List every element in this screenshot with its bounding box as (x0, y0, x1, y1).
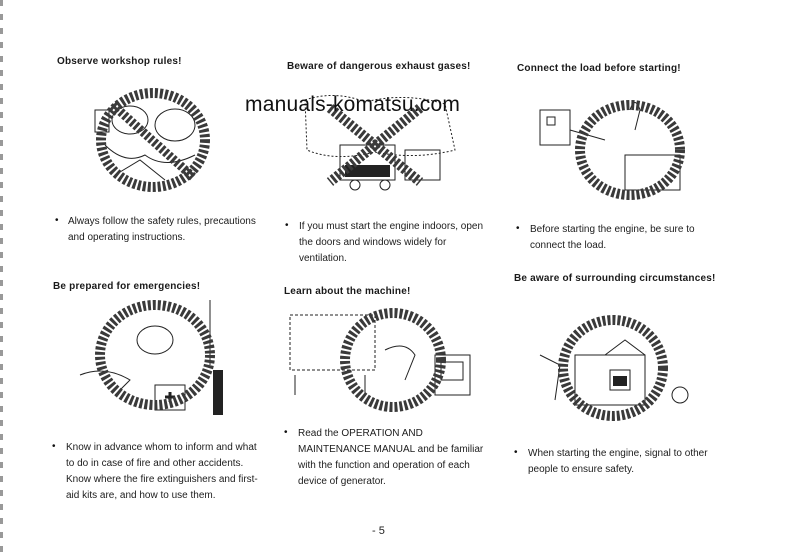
bullet-icon: • (284, 427, 288, 438)
heading-workshop-rules: Observe workshop rules! (57, 56, 182, 67)
surroundings-illustration (539, 315, 689, 421)
heading-connect-load: Connect the load before starting! (517, 63, 681, 74)
heading-learn-machine: Learn about the machine! (284, 286, 411, 297)
connect-load-illustration (539, 100, 685, 200)
text-learn-machine: Read the OPERATION AND MAINTENANCE MANUA… (298, 428, 484, 487)
scan-edge (0, 0, 3, 560)
bullet-icon: • (55, 215, 59, 226)
text-emergencies: Know in advance whom to inform and what … (66, 442, 258, 501)
bullet-icon: • (285, 220, 289, 231)
text-exhaust-gases: If you must start the engine indoors, op… (299, 221, 483, 264)
workshop-rules-illustration (94, 88, 210, 192)
emergencies-illustration (79, 300, 223, 415)
text-workshop-rules: Always follow the safety rules, precauti… (68, 216, 256, 243)
text-surroundings: When starting the engine, signal to othe… (528, 448, 708, 475)
text-connect-load: Before starting the engine, be sure to c… (530, 224, 695, 251)
heading-emergencies: Be prepared for emergencies! (53, 281, 201, 292)
page-number: - 5 (372, 525, 385, 537)
bullet-icon: • (514, 447, 518, 458)
bullet-icon: • (52, 441, 56, 452)
heading-exhaust-gases: Beware of dangerous exhaust gases! (287, 61, 471, 72)
exhaust-gases-illustration (304, 95, 456, 191)
learn-machine-illustration (289, 308, 471, 412)
watermark-text: manuals-komatsu.com (245, 93, 461, 116)
bullet-icon: • (516, 223, 520, 234)
heading-surroundings: Be aware of surrounding circumstances! (514, 273, 716, 284)
